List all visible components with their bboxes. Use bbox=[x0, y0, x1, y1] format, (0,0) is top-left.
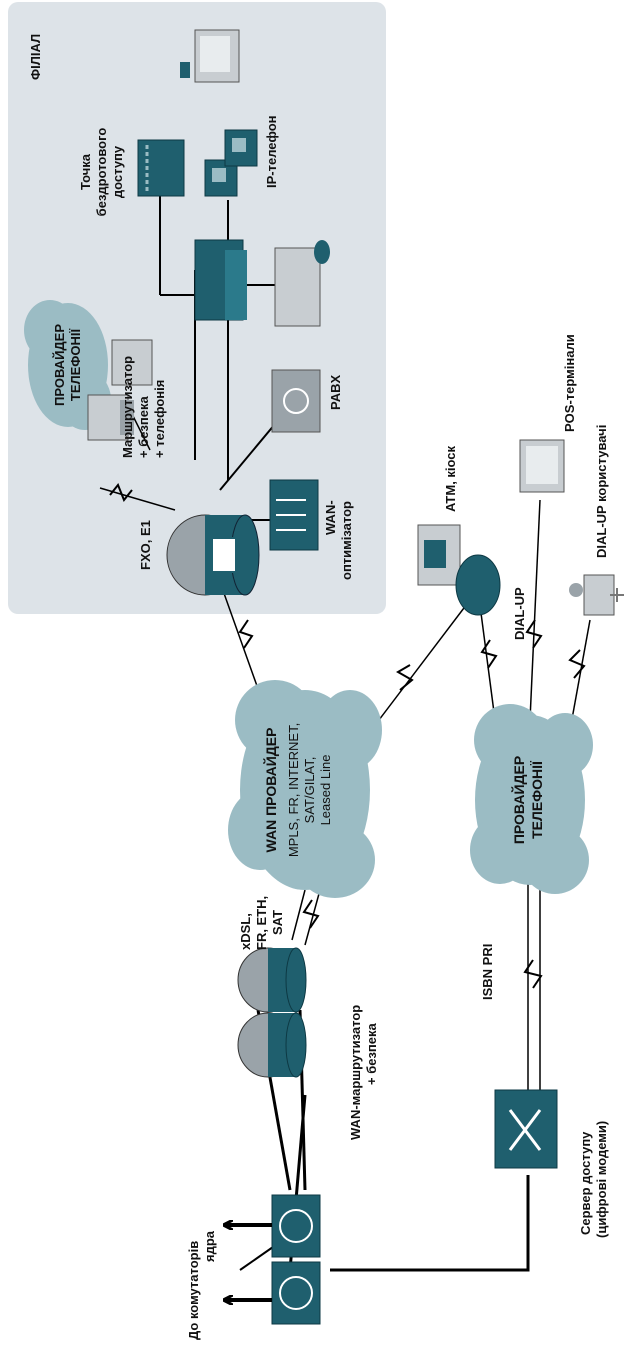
wan-link-label-3: SAT bbox=[270, 910, 285, 935]
branch-telephony-cloud bbox=[24, 300, 111, 430]
wan-optimizer-icon bbox=[269, 479, 319, 551]
wan-provider-services-2: SAT/GILAT, bbox=[302, 757, 317, 824]
multilayer-switch-icon bbox=[194, 239, 247, 321]
wireless-ap-icon bbox=[137, 139, 185, 197]
lightning-links bbox=[109, 483, 586, 989]
telephony-provider-label-1: ПРОВАЙДЕР bbox=[510, 756, 527, 844]
wireless-label-1: Точка bbox=[78, 153, 93, 190]
wan-link-label-2: FR, ETH, bbox=[254, 896, 269, 950]
ip-phone-icon bbox=[204, 129, 258, 197]
core-switch-icon bbox=[271, 1194, 321, 1325]
wan-router-label-2: + безпека bbox=[364, 1022, 379, 1085]
core-arrows bbox=[225, 1225, 272, 1300]
wan-provider-cloud bbox=[228, 680, 382, 898]
branch-telephony-label-2: ТЕЛЕФОНІЇ bbox=[68, 328, 83, 401]
pabx-label: PABX bbox=[328, 375, 343, 410]
wan-router-icon bbox=[237, 947, 307, 1078]
atm-label: ATM, кіоск bbox=[443, 445, 458, 512]
workstation-icon bbox=[180, 29, 240, 83]
wan-provider-services-3: Leased Line bbox=[318, 755, 333, 826]
pos-terminal-icon bbox=[519, 439, 565, 493]
wan-router-label-1: WAN-маршрутизатор bbox=[348, 1005, 363, 1140]
fax-icon bbox=[87, 339, 153, 441]
branch-title: ФІЛІАЛ bbox=[28, 34, 43, 80]
router-icon bbox=[166, 514, 260, 596]
telephony-provider-label-2: ТЕЛЕФОНІЇ bbox=[529, 760, 545, 839]
core-label-2: ядра bbox=[202, 1230, 217, 1262]
wireless-label-3: доступу bbox=[110, 145, 125, 198]
access-server-label-2: (цифрові модеми) bbox=[594, 1121, 609, 1238]
access-server-icon bbox=[494, 1089, 558, 1169]
router-label-3: + телефонія bbox=[152, 380, 167, 458]
core-label-1: До комутаторів bbox=[186, 1241, 201, 1340]
labels: ФІЛІАЛ ПРОВАЙДЕР ТЕЛЕФОНІЇ FXO, E1 Маршр… bbox=[28, 34, 609, 1340]
dialup-users-label: DIAL-UP користувачі bbox=[594, 425, 609, 558]
pri-label: ISBN PRI bbox=[480, 944, 495, 1000]
wan-provider-services-1: MPLS, FR, INTERNET, bbox=[286, 723, 301, 857]
router-label-1: Маршрутизатор bbox=[120, 356, 135, 458]
telephony-provider-cloud bbox=[470, 704, 593, 894]
wan-optimizer-label-1: WAN- bbox=[323, 500, 338, 535]
access-server-label-1: Сервер доступу bbox=[578, 1131, 593, 1235]
wan-optimizer-label-2: оптимізатор bbox=[339, 501, 354, 580]
atm-icon bbox=[417, 524, 501, 616]
pos-label: POS-термінали bbox=[562, 334, 577, 432]
server-icon bbox=[274, 240, 330, 327]
dialup-user-icon bbox=[569, 574, 624, 616]
ip-phone-label: IP-телефон bbox=[264, 115, 279, 188]
dialup-label: DIAL-UP bbox=[512, 587, 527, 640]
branch-telephony-label-1: ПРОВАЙДЕР bbox=[52, 324, 67, 406]
wireless-label-2: бездротового bbox=[94, 128, 109, 217]
router-label-2: + безпека bbox=[136, 395, 151, 458]
wan-link-label-1: xDSL, bbox=[238, 913, 253, 950]
wan-provider-title: WAN ПРОВАЙДЕР bbox=[262, 728, 279, 853]
fxo-label: FXO, E1 bbox=[138, 520, 153, 570]
pabx-icon bbox=[271, 369, 321, 433]
